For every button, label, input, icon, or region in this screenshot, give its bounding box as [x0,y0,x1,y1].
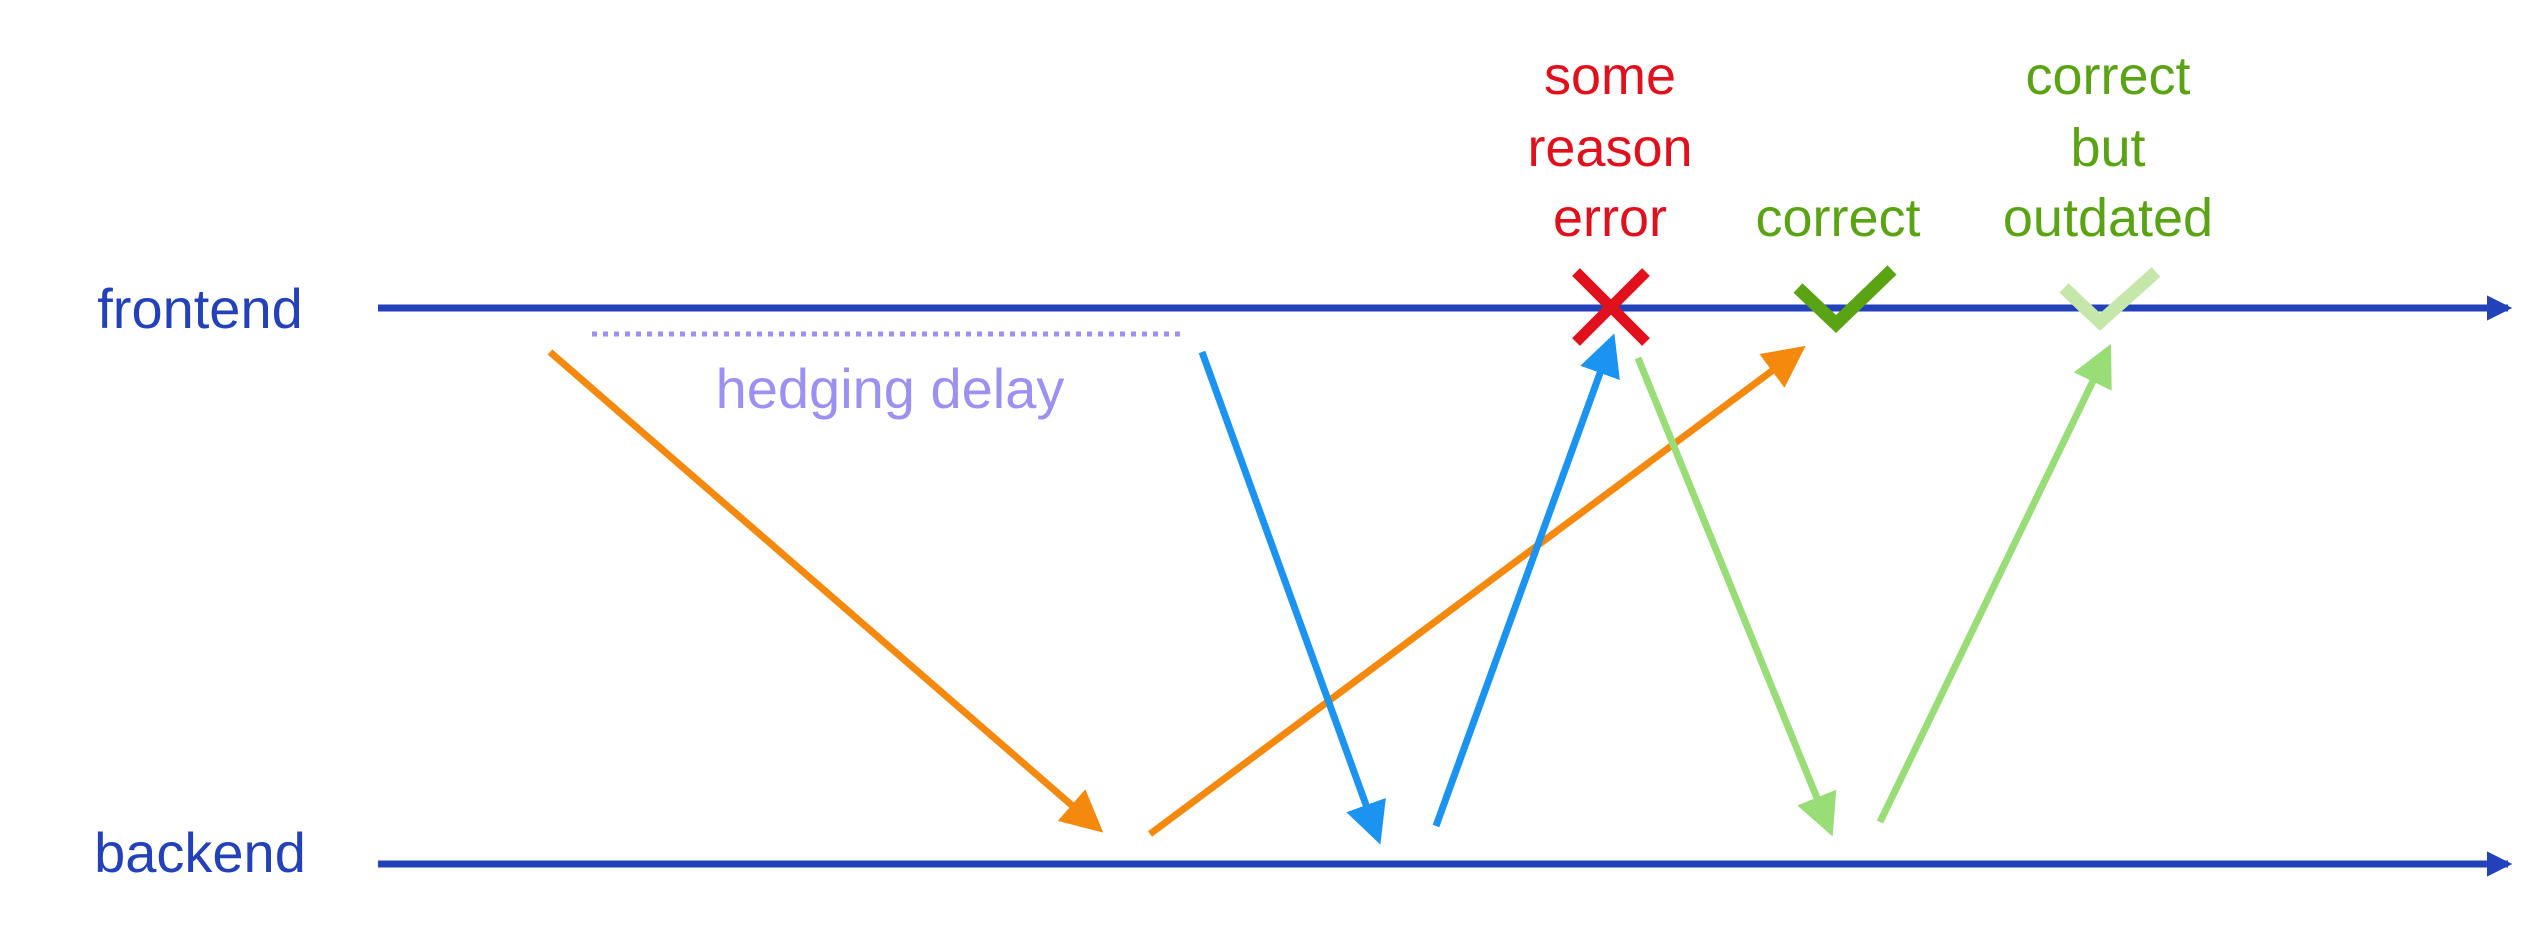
error-label-line-1: some [1544,46,1676,106]
checkmark-icon [1793,265,1897,333]
blue-request-arrow [1198,350,1386,845]
blue-response-arrow [1432,333,1620,828]
green-response-arrow [1876,343,2112,824]
hedging-delay-label: hedging delay [716,357,1065,420]
outdated-label-line-2: but [2070,118,2145,178]
outdated-checkmark-icon [2059,267,2161,331]
outdated-label-line-3: outdated [2003,188,2213,248]
orange-request-arrow [547,349,1104,833]
correct-label: correct [1755,188,1920,248]
error-label-line-3: error [1553,188,1667,248]
orange-response-arrow [1147,345,1806,837]
outdated-label-line-1: correct [2025,46,2190,106]
error-label-line-2: reason [1527,118,1692,178]
frontend-label: frontend [97,277,303,340]
green-request-arrow [1634,356,1837,837]
backend-label: backend [94,821,306,884]
cross-icon [1572,268,1650,346]
